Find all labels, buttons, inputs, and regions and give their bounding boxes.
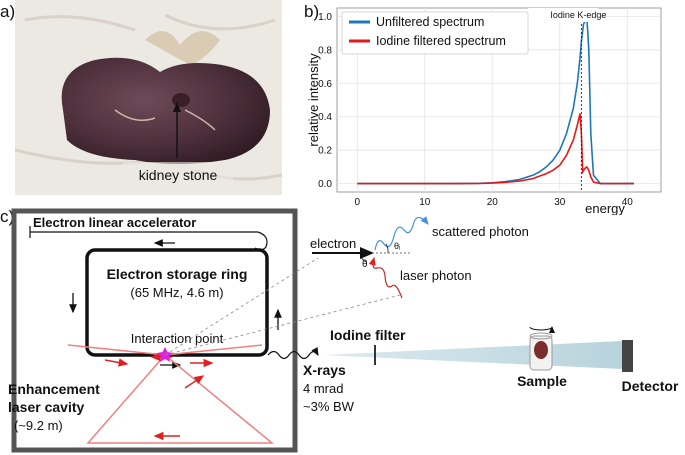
cavity-label-2: laser cavity — [8, 399, 84, 415]
laser-photon-path — [368, 256, 403, 299]
linac-label: Electron linear accelerator — [33, 215, 196, 230]
storage-ring — [85, 248, 269, 357]
x-tick-label: 30 — [554, 197, 566, 208]
k-edge-label: Iodine K-edge — [550, 10, 606, 20]
xray-squiggle — [267, 346, 319, 360]
xrays-bandwidth: ~3% BW — [303, 399, 355, 414]
xrays-divergence: 4 mrad — [303, 381, 343, 396]
scattered-photon-path — [374, 216, 429, 251]
cavity-label-1: Enhancement — [8, 381, 100, 397]
x-tick-label: 0 — [354, 197, 360, 208]
detector — [622, 340, 633, 372]
kidney-stone-label: kidney stone — [139, 167, 218, 183]
y-tick-label: 1.0 — [318, 12, 332, 23]
xray-beam — [322, 341, 622, 369]
kidney-shape — [61, 57, 270, 164]
x-axis-label: energy — [585, 201, 625, 215]
series-line-filtered — [357, 113, 634, 185]
ring-title: Electron storage ring — [107, 266, 248, 282]
y-axis-label: relative intensity — [306, 53, 321, 147]
legend-label-filtered: Iodine filtered spectrum — [376, 34, 506, 48]
y-tick-label: 0.6 — [318, 79, 332, 90]
x-tick-label: 20 — [487, 197, 499, 208]
panel-a-label: a) — [0, 2, 16, 21]
xrays-label: X-rays — [303, 362, 346, 378]
theta-label: θ — [362, 259, 368, 270]
y-tick-label: 0.4 — [318, 112, 332, 123]
chart-legend: Unfiltered spectrum Iodine filtered spec… — [341, 11, 529, 55]
detector-label: Detector — [622, 378, 679, 394]
panel-c-label: c) — [0, 207, 15, 226]
y-tick-label: 0.2 — [318, 146, 332, 157]
spectrum-chart: 0 10 20 30 40 0.0 0.2 0.4 0.6 0.8 1.0 Iodine K-edg… — [306, 7, 662, 215]
scattered-photon-label: scattered photon — [432, 224, 529, 239]
cavity-size: (~9.2 m) — [14, 418, 63, 433]
iodine-filter-label: Iodine filter — [330, 327, 406, 343]
sample-label: Sample — [517, 373, 567, 389]
y-tick-label: 0.8 — [318, 45, 332, 56]
kidney-photo: kidney stone — [15, 0, 282, 195]
facility-enclosure — [11, 208, 298, 453]
y-tick-label: 0.0 — [318, 179, 332, 190]
interaction-point-label: Interaction point — [131, 331, 224, 346]
sample-holder — [529, 326, 555, 371]
legend-label-unfiltered: Unfiltered spectrum — [376, 15, 484, 29]
x-tick-label: 40 — [622, 197, 634, 208]
panel-b-label: b) — [304, 2, 320, 21]
theta-i-label: θᵢ — [394, 241, 400, 251]
x-tick-label: 10 — [419, 197, 431, 208]
interaction-point-star — [157, 347, 173, 362]
ring-subtitle: (65 MHz, 4.6 m) — [130, 285, 223, 300]
laser-cavity — [67, 344, 275, 444]
laser-photon-label: laser photon — [400, 268, 472, 283]
electron-label: electron — [310, 236, 356, 251]
